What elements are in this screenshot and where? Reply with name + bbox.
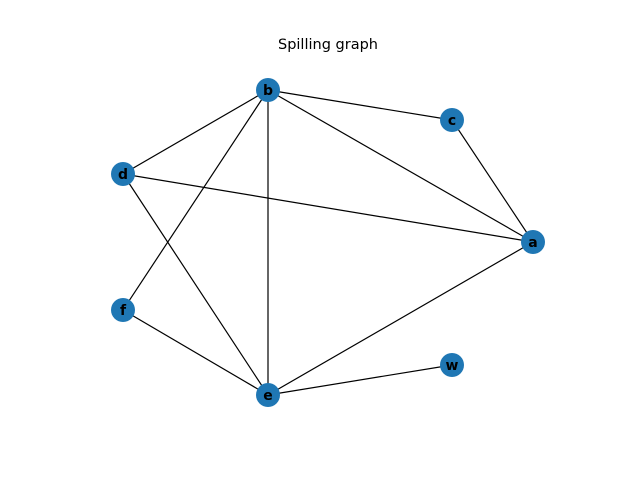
node-label-e: e	[263, 388, 273, 404]
node-d: d	[111, 162, 135, 186]
edge-d-a	[122, 173, 534, 243]
node-label-a: a	[528, 235, 537, 251]
node-a: a	[521, 230, 545, 254]
edge-d-e	[122, 173, 269, 396]
node-w: w	[440, 353, 464, 377]
node-circle-c	[440, 108, 464, 132]
edge-b-a	[267, 89, 534, 243]
node-circle-e	[256, 383, 280, 407]
edge-b-f	[122, 89, 269, 311]
node-label-d: d	[118, 167, 128, 183]
node-label-f: f	[120, 303, 127, 319]
graph-title: Spilling graph	[278, 37, 378, 53]
node-circle-a	[521, 230, 545, 254]
edge-e-w	[267, 364, 453, 396]
node-circle-f	[111, 298, 135, 322]
edge-a-e	[267, 241, 534, 396]
node-e: e	[256, 383, 280, 407]
node-f: f	[111, 298, 135, 322]
edge-f-e	[122, 309, 269, 396]
node-b: b	[256, 78, 280, 102]
node-label-b: b	[263, 83, 273, 99]
node-label-c: c	[448, 113, 456, 129]
node-circle-w	[440, 353, 464, 377]
edges-layer	[122, 89, 534, 396]
node-label-w: w	[446, 358, 459, 374]
node-circle-b	[256, 78, 280, 102]
edge-c-a	[451, 119, 534, 243]
edge-b-d	[122, 89, 269, 175]
edge-b-c	[267, 89, 453, 121]
nodes-layer: b c d a f w e	[111, 78, 545, 407]
node-circle-d	[111, 162, 135, 186]
node-c: c	[440, 108, 464, 132]
